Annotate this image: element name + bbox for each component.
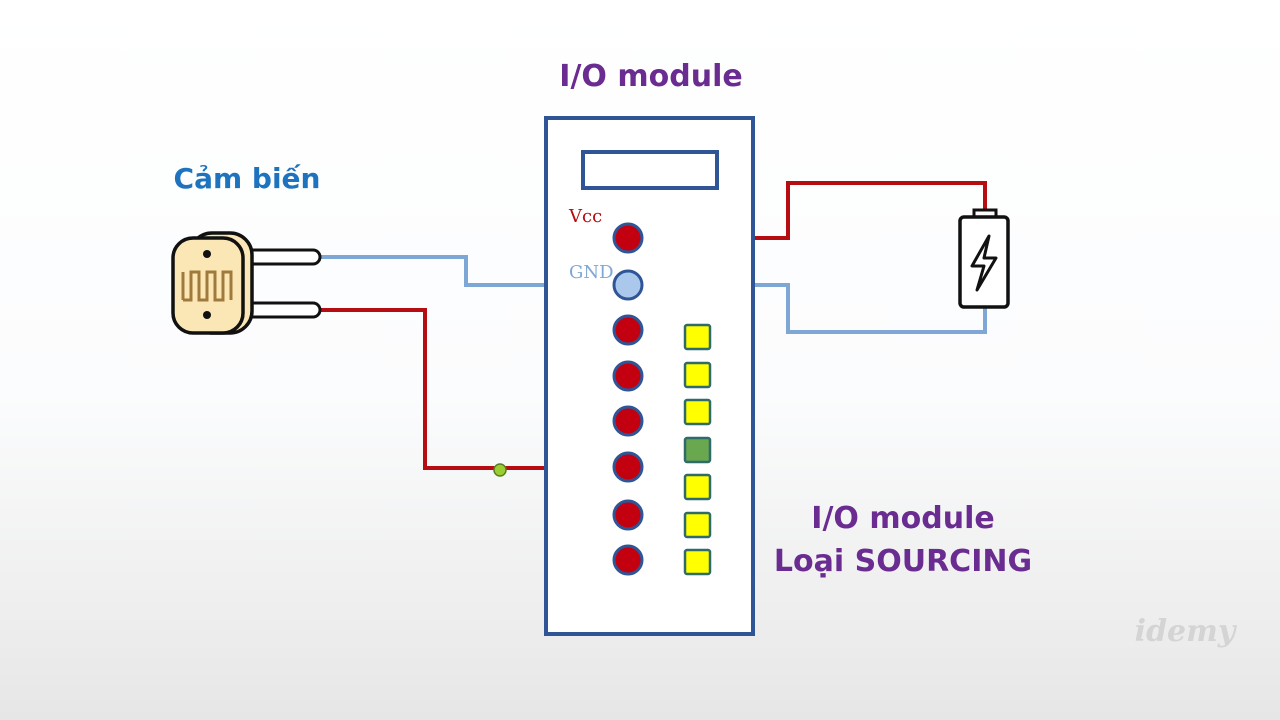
- vcc-label: Vcc: [568, 206, 602, 227]
- battery: [958, 208, 1010, 309]
- status-led-5: [683, 473, 712, 501]
- input-pin-5: [612, 499, 644, 531]
- sensor-title: Cảm biến: [174, 162, 321, 195]
- input-pin-4: [612, 451, 644, 483]
- status-led-6: [683, 511, 712, 539]
- vcc-pin: [612, 222, 644, 254]
- status-led-4: [683, 436, 712, 464]
- io-channels: [612, 314, 712, 576]
- input-pin-1: [612, 314, 644, 346]
- status-led-1: [683, 323, 712, 351]
- status-led-3: [683, 398, 712, 426]
- module-frame: [544, 116, 755, 636]
- sensor-terminal-top: [203, 250, 211, 258]
- input-pin-6: [612, 544, 644, 576]
- junction-dot: [493, 463, 507, 477]
- signal-wire-sensor: [318, 308, 628, 470]
- sensor-terminal-bottom: [203, 311, 211, 319]
- io-module: Vcc GND: [544, 116, 755, 636]
- status-led-7: [683, 548, 712, 576]
- sensor-trace: [181, 270, 233, 302]
- input-pin-3: [612, 405, 644, 437]
- light-sensor: [171, 231, 322, 335]
- module-display: [581, 150, 719, 190]
- watermark-logo: idemy: [1135, 614, 1238, 649]
- module-title: I/O module: [559, 59, 742, 94]
- gnd-pin: [612, 269, 644, 301]
- gnd-label: GND: [569, 262, 614, 283]
- caption-line-2: Loại SOURCING: [774, 544, 1032, 579]
- input-pin-2: [612, 360, 644, 392]
- caption-line-1: I/O module: [811, 501, 994, 536]
- status-led-2: [683, 361, 712, 389]
- lightning-icon: [970, 234, 998, 292]
